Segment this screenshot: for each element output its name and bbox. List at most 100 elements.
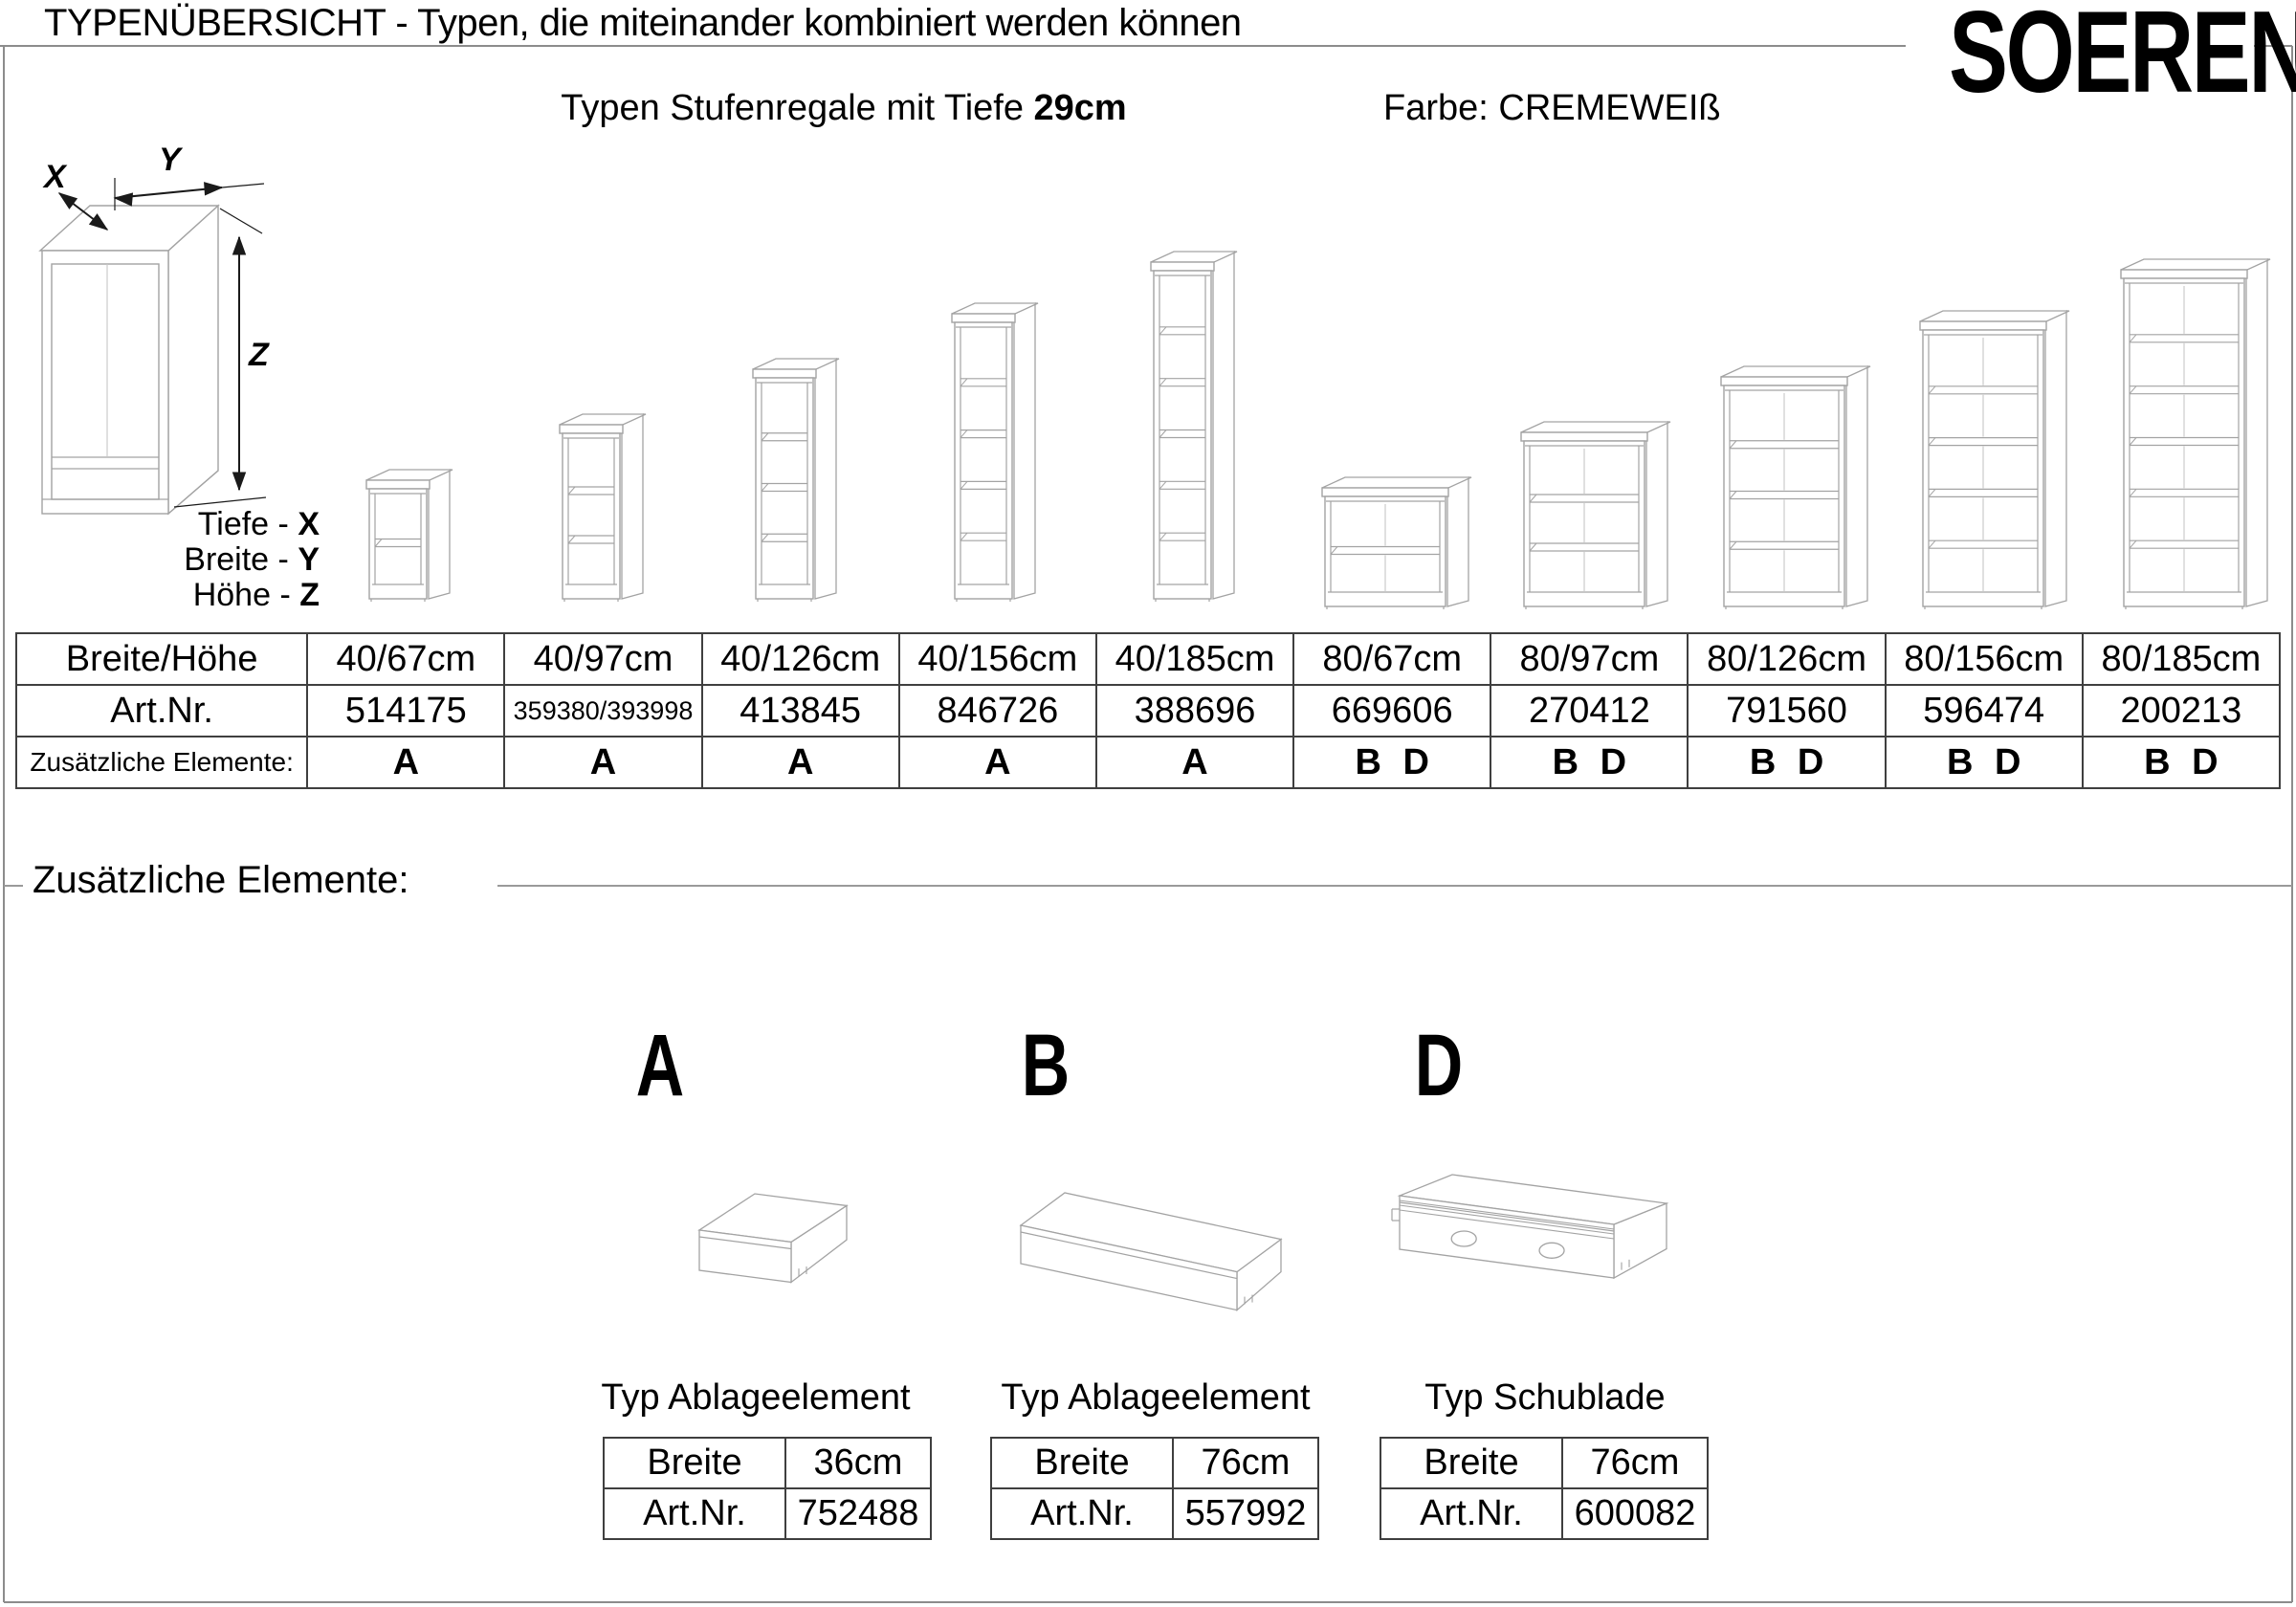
dimension-key-row: Tiefe - X	[57, 507, 320, 542]
shelf-board-depth	[2129, 539, 2137, 549]
shelf-cornice	[1720, 376, 1848, 386]
shelf-side-face	[1446, 475, 1469, 607]
shelf-cornice	[951, 313, 1016, 323]
dimension-name: Höhe -	[192, 577, 300, 613]
shelf-board-depth	[1729, 491, 1737, 499]
element-artnr-label: Art.Nr.	[1380, 1487, 1563, 1540]
elements-cell: B D	[1884, 736, 2084, 789]
subtitle-prefix: Typen Stufenregale mit Tiefe	[561, 88, 1034, 128]
element-d-knob	[1538, 1242, 1565, 1259]
element-b-drawing-front	[1020, 1224, 1238, 1311]
dimension-name: Tiefe -	[197, 506, 298, 542]
element-d-hatch	[1399, 1204, 1615, 1235]
shelf-board-depth	[1159, 378, 1167, 386]
dim-box-front	[41, 250, 169, 515]
z-ext-bottom	[173, 496, 267, 508]
shelf-board-depth	[1159, 481, 1167, 490]
dimension-axis-letter: X	[298, 506, 320, 542]
arrowhead	[232, 235, 247, 255]
element-d-knob	[1450, 1230, 1477, 1247]
shelf-front	[954, 321, 1013, 600]
shelf-top-face	[1321, 476, 1472, 489]
shelf-board-depth	[1529, 542, 1537, 552]
artnr-cell: 791560	[1687, 684, 1887, 737]
element-artnr-label: Art.Nr.	[603, 1487, 786, 1540]
row-header-elements: Zusätzliche Elemente:	[14, 736, 309, 789]
arrowhead	[88, 213, 109, 231]
y-ext-line	[221, 183, 265, 188]
shelf-side-face	[1845, 364, 1868, 607]
shelf-side-face	[2245, 257, 2268, 607]
shelf-cornice	[2120, 269, 2248, 279]
element-a-drawing-front	[698, 1229, 792, 1284]
shelf-side-face	[1645, 420, 1668, 607]
element-breite-value: 36cm	[784, 1437, 932, 1489]
artnr-cell: 669606	[1292, 684, 1492, 737]
shelf-board-depth	[1159, 532, 1167, 541]
size-cell: 40/97cm	[503, 632, 703, 686]
shelf-board-depth	[960, 532, 968, 541]
artnr-cell: 596474	[1884, 684, 2084, 737]
element-b-drawing-lip	[1020, 1231, 1238, 1280]
shelf-side-face	[428, 468, 451, 600]
shelf-cornice	[1150, 261, 1215, 272]
artnr-cell: 413845	[700, 684, 900, 737]
artnr-cell: 359380/393998	[503, 684, 703, 737]
z-ext-top	[219, 208, 263, 234]
y-axis-letter: Y	[159, 142, 184, 178]
dim-box-side	[167, 204, 219, 516]
subtitle-depth-value: 29cm	[1033, 88, 1127, 128]
dimension-key-row: Breite - Y	[57, 542, 320, 578]
element-breite-value: 76cm	[1172, 1437, 1319, 1489]
shelf-front	[1153, 270, 1212, 600]
element-d-drawing-front	[1399, 1195, 1615, 1279]
size-cell: 40/156cm	[897, 632, 1097, 686]
size-cell: 80/67cm	[1292, 632, 1492, 686]
row-header-size: Breite/Höhe	[14, 632, 309, 686]
element-artnr-value: 557992	[1172, 1487, 1319, 1540]
dimension-name: Breite -	[184, 541, 298, 578]
shelf-board-depth	[761, 432, 769, 442]
shelf-board-depth	[374, 539, 383, 547]
elements-cell: B D	[1292, 736, 1492, 789]
size-cell: 80/126cm	[1687, 632, 1887, 686]
shelf-top-face	[1720, 365, 1871, 378]
artnr-cell: 200213	[2081, 684, 2282, 737]
elements-cell: A	[306, 736, 506, 789]
elements-cell: B D	[1687, 736, 1887, 789]
shelf-board-depth	[1159, 326, 1167, 336]
shelf-side-face	[2044, 309, 2067, 607]
shelf-board-depth	[2129, 385, 2137, 394]
element-breite-value: 76cm	[1561, 1437, 1709, 1489]
elements-cell: B D	[1490, 736, 1689, 789]
shelf-board-depth	[1928, 489, 1936, 497]
shelf-top-face	[1919, 310, 2070, 322]
element-breite-label: Breite	[603, 1437, 786, 1489]
shelf-cornice	[365, 479, 430, 490]
row-header-artnr: Art.Nr.	[14, 684, 309, 737]
shelf-cornice	[1321, 487, 1449, 497]
shelf-front	[368, 488, 428, 600]
element-d-hatch	[1399, 1200, 1615, 1230]
shelf-board-depth	[2129, 489, 2137, 497]
shelf-board-depth	[1928, 385, 1936, 395]
shelf-board-depth	[761, 483, 769, 492]
arrowhead	[232, 472, 247, 492]
shelf-board-depth	[1159, 429, 1167, 438]
artnr-cell: 846726	[897, 684, 1097, 737]
element-artnr-label: Art.Nr.	[990, 1487, 1174, 1540]
element-artnr-value: 600082	[1561, 1487, 1709, 1540]
shelf-board-depth	[1729, 540, 1737, 550]
shelf-front	[755, 377, 814, 600]
dimension-axis-letter: Y	[298, 541, 320, 578]
size-cell: 40/67cm	[306, 632, 506, 686]
arrowhead	[204, 182, 224, 196]
z-axis-letter: Z	[248, 337, 270, 373]
shelf-board-depth	[567, 486, 576, 495]
shelf-board-depth	[960, 378, 968, 387]
shelf-top-face	[1520, 421, 1671, 433]
